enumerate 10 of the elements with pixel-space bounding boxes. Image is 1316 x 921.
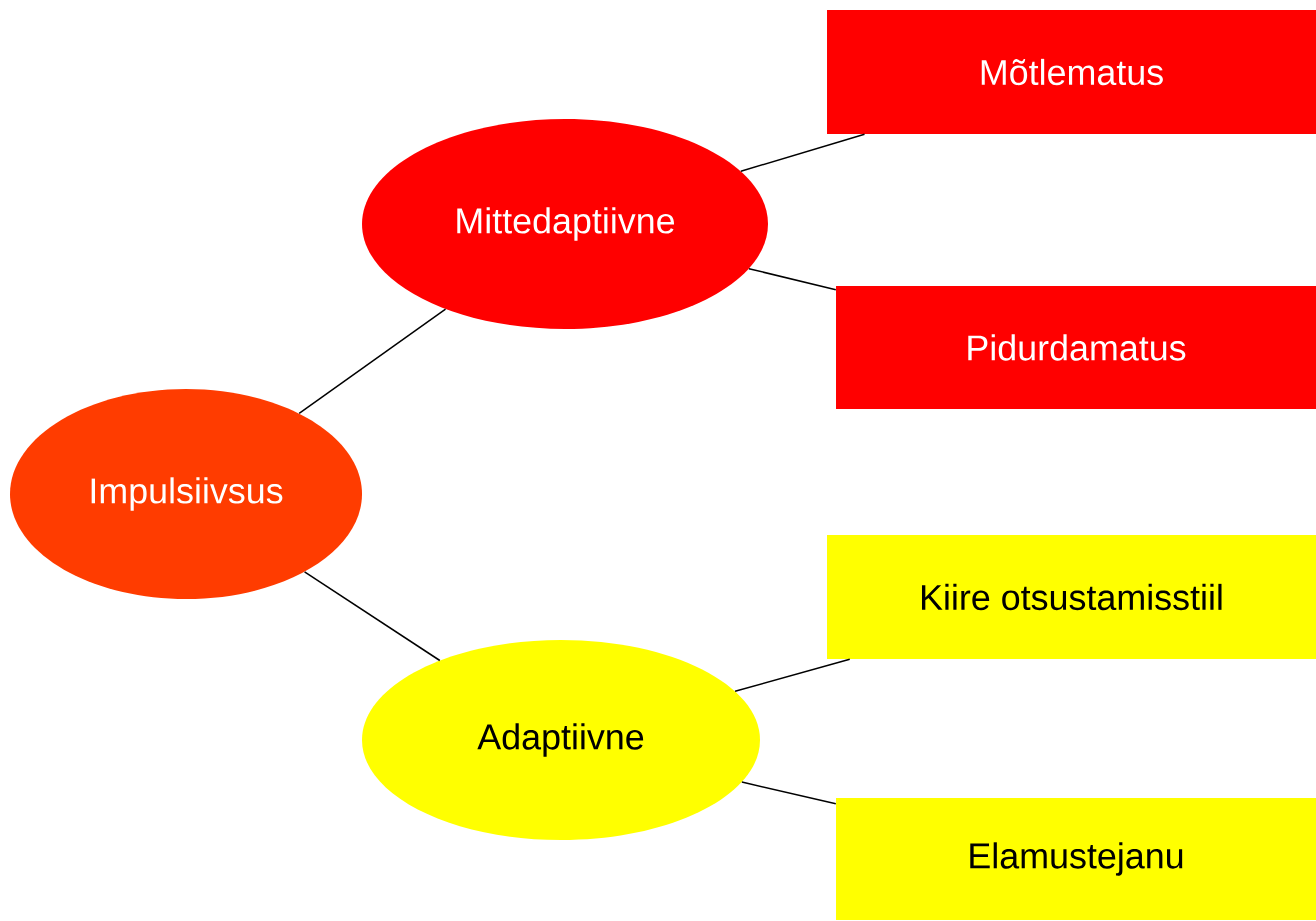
connector-line <box>748 267 837 291</box>
connector-line <box>740 133 866 173</box>
trait-box: Elamustejanu <box>836 798 1316 920</box>
trait-box: Pidurdamatus <box>836 286 1316 409</box>
connector-line <box>303 571 441 662</box>
connector-line <box>298 308 447 415</box>
connector-line <box>734 658 851 693</box>
trait-box: Mõtlematus <box>827 10 1316 134</box>
trait-box: Kiire otsustamisstiil <box>827 535 1316 659</box>
connector-line <box>741 781 837 805</box>
